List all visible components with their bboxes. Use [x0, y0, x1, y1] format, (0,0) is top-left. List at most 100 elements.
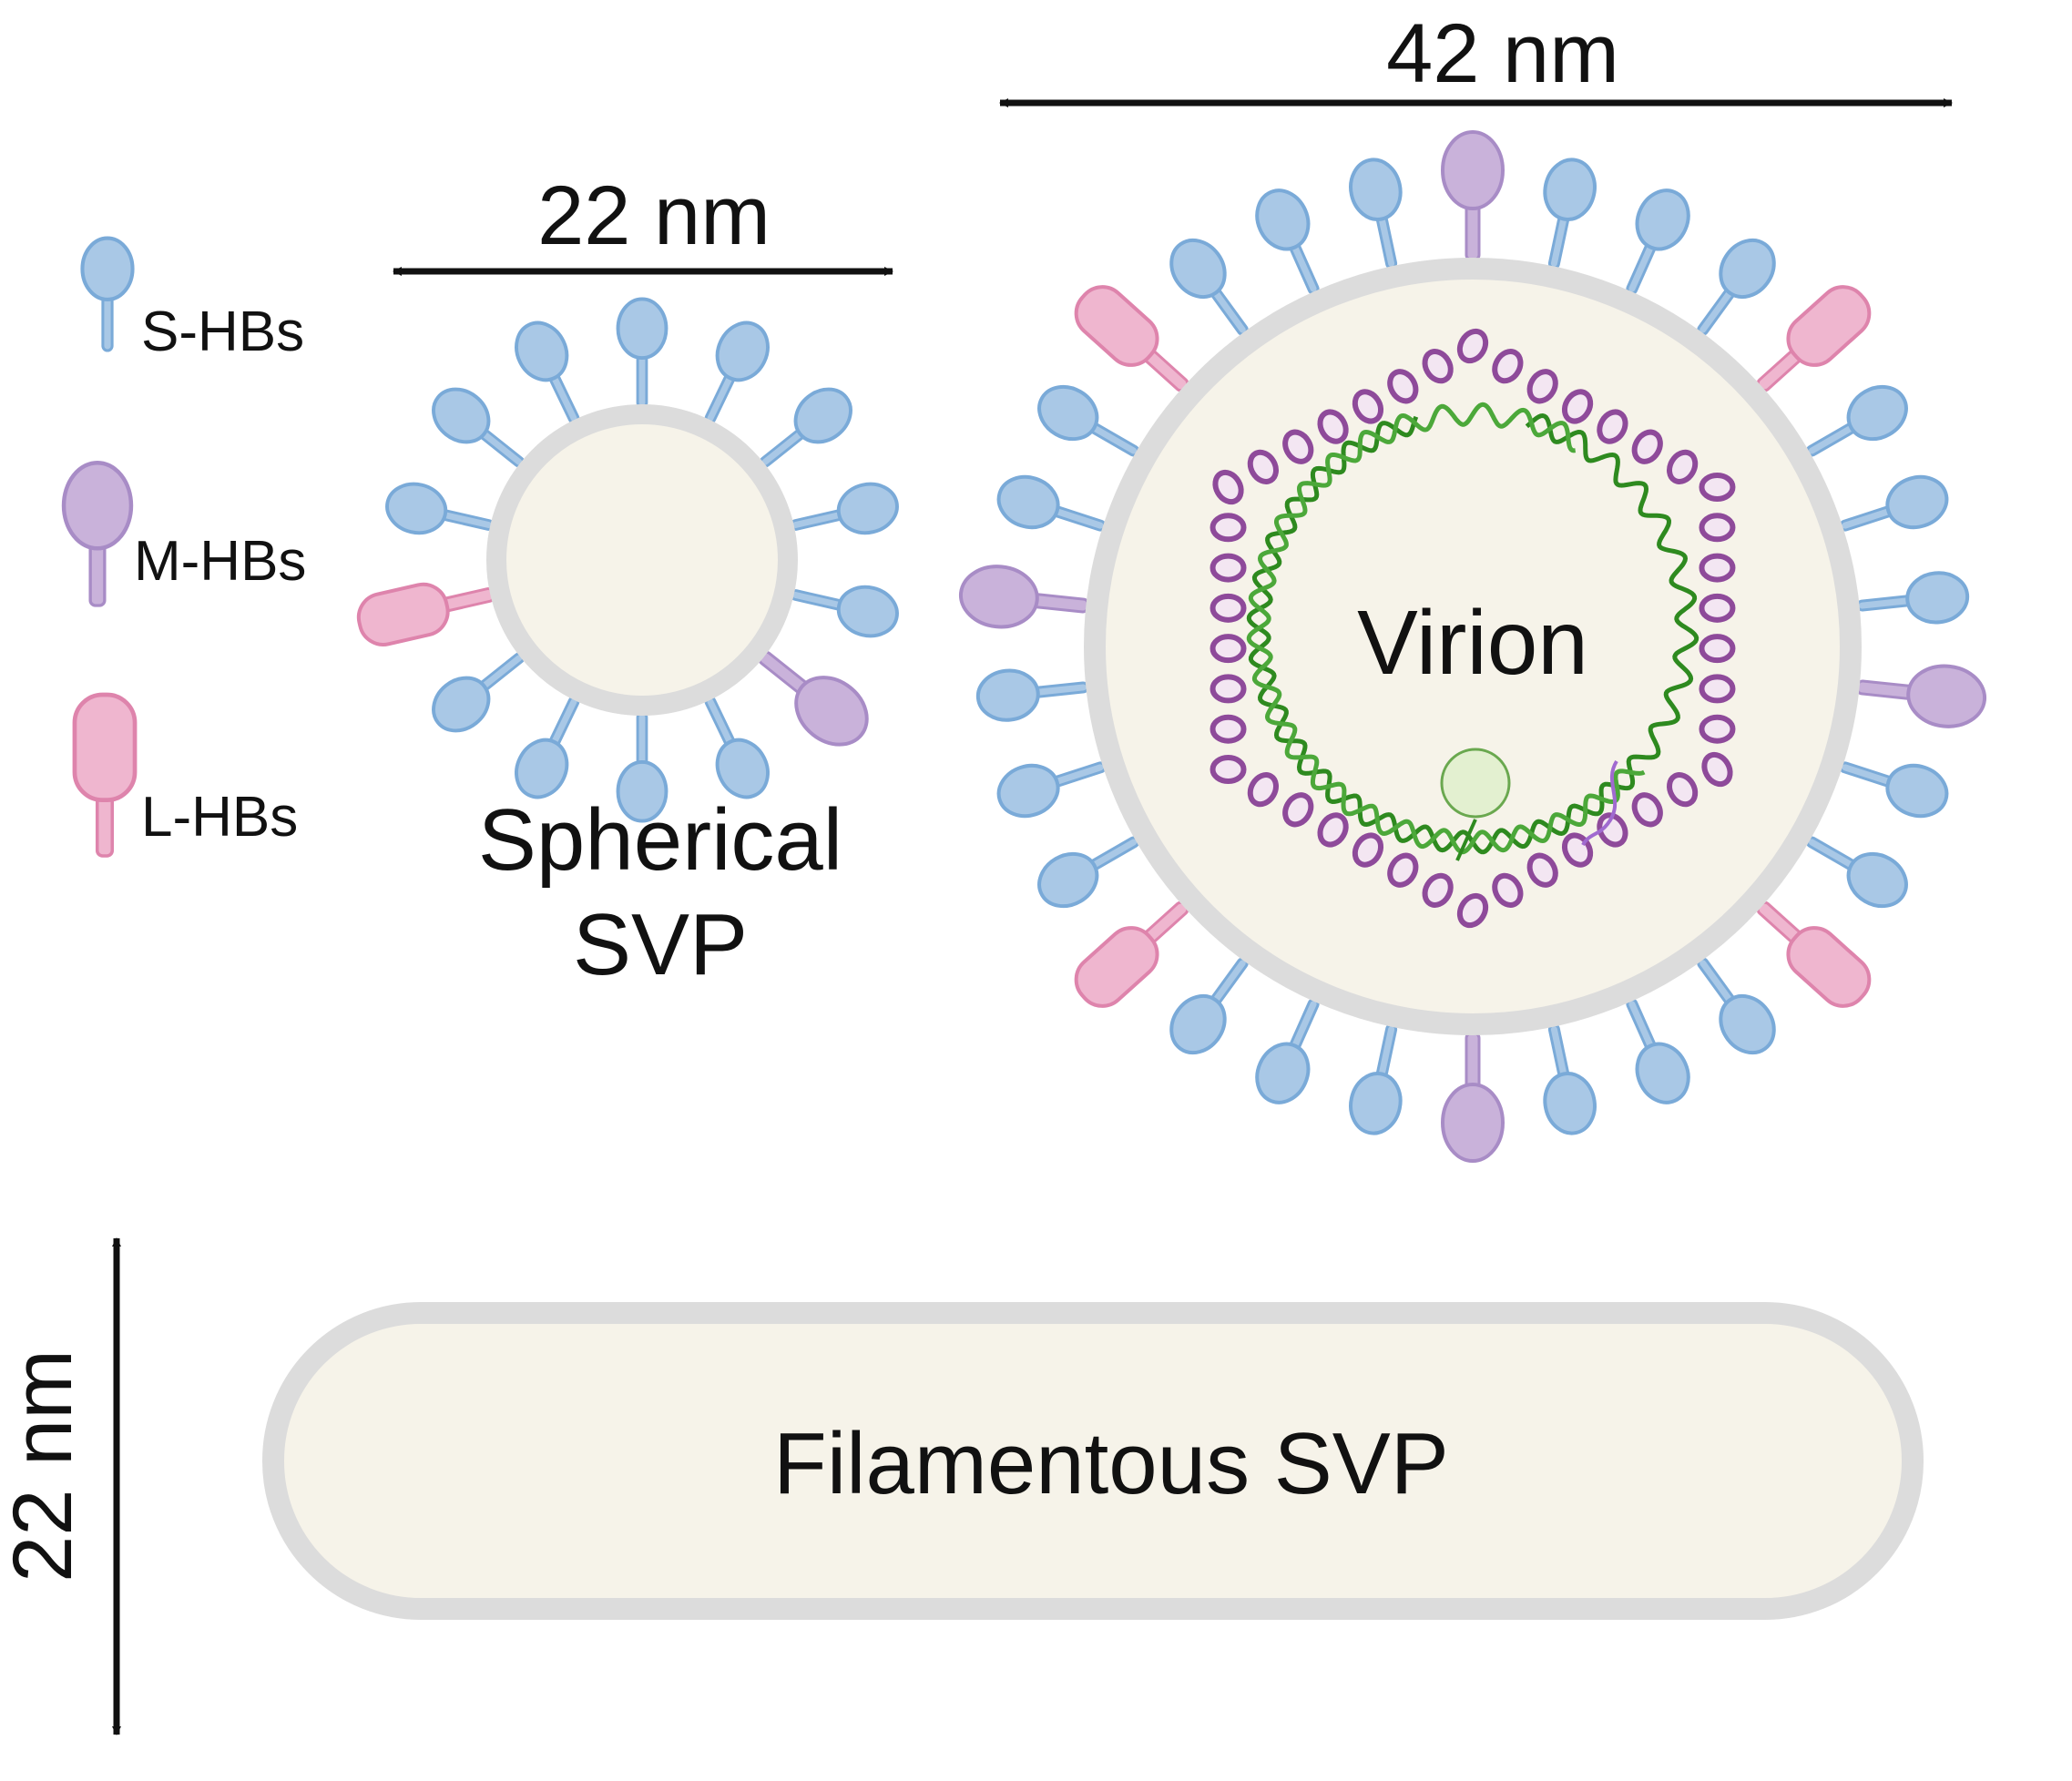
- s-hbs-protein: [1697, 238, 1776, 336]
- capsid-subunit: [1247, 772, 1279, 808]
- capsid-subunit: [1456, 328, 1489, 364]
- virion: 42 nm Virion: [958, 7, 1987, 1163]
- virion-membrane: [1084, 258, 1862, 1035]
- s-hbs-protein: [515, 321, 580, 424]
- filamentous-dimension-arrow: 22 nm: [0, 1237, 121, 1735]
- capsid-subunit: [1282, 429, 1314, 464]
- s-hbs-icon: [80, 236, 135, 352]
- s-hbs-protein: [432, 387, 526, 468]
- m-hbs-protein: [958, 565, 1090, 629]
- capsid-subunit: [1561, 389, 1594, 424]
- s-hbs-protein: [1169, 957, 1249, 1055]
- l-hbs-icon: [72, 692, 138, 858]
- polymerase-icon: [1440, 748, 1618, 861]
- virion-capsid: [1210, 328, 1736, 929]
- legend-item-l-hbs: L-HBs: [72, 692, 298, 858]
- s-hbs-protein: [1349, 1023, 1403, 1135]
- s-hbs-protein: [616, 711, 669, 823]
- dna-strand: [1246, 402, 1646, 855]
- s-hbs-protein: [1037, 836, 1140, 909]
- legend-label-l-hbs: L-HBs: [141, 786, 298, 849]
- l-hbs-protein: [1756, 285, 1872, 392]
- capsid-subunit: [1210, 513, 1247, 543]
- s-hbs-protein: [790, 482, 899, 535]
- capsid-subunit: [1210, 755, 1247, 784]
- s-hbs-protein: [1626, 998, 1690, 1104]
- capsid-subunit: [1631, 792, 1663, 828]
- m-hbs-protein: [1441, 130, 1505, 261]
- s-hbs-protein: [1169, 238, 1249, 336]
- spherical-surface-proteins: [356, 297, 899, 823]
- capsid-subunit: [1210, 674, 1247, 704]
- s-hbs-protein: [1805, 836, 1908, 909]
- l-hbs-protein: [356, 582, 495, 646]
- capsid-subunit: [1387, 852, 1419, 888]
- legend: S-HBs M-HBs L-HBs: [61, 236, 306, 858]
- capsid-subunit: [1492, 872, 1524, 908]
- s-hbs-protein: [1805, 384, 1908, 457]
- capsid-subunit: [1422, 872, 1454, 908]
- capsid-subunit: [1317, 409, 1349, 444]
- filamentous-membrane: [262, 1302, 1924, 1620]
- capsid-subunit: [1667, 449, 1699, 484]
- virion-dimension-arrow: 42 nm: [999, 7, 1953, 107]
- capsid-subunit: [1210, 714, 1247, 744]
- capsid-subunit: [1210, 553, 1247, 583]
- capsid-subunit: [1597, 812, 1628, 848]
- s-hbs-protein: [996, 761, 1107, 819]
- capsid-subunit: [1210, 634, 1247, 664]
- capsid-subunit: [1699, 553, 1736, 583]
- s-hbs-protein: [1255, 188, 1320, 295]
- legend-item-m-hbs: M-HBs: [61, 460, 306, 607]
- m-hbs-protein: [61, 460, 134, 607]
- capsid-subunit: [1387, 369, 1419, 404]
- capsid-subunit: [1701, 751, 1733, 788]
- capsid-subunit: [1699, 593, 1736, 623]
- s-hbs-protein: [1626, 188, 1690, 295]
- s-hbs-protein: [1697, 957, 1776, 1055]
- s-hbs-protein: [1856, 571, 1970, 625]
- virion-surface-proteins: [958, 130, 1987, 1163]
- s-hbs-protein: [1037, 384, 1140, 457]
- capsid-subunit: [1210, 593, 1247, 623]
- s-hbs-protein: [704, 696, 770, 799]
- s-hbs-protein: [432, 652, 526, 733]
- filamentous-dimension-label: 22 nm: [0, 1349, 89, 1583]
- capsid-subunit: [1247, 449, 1279, 484]
- virion-dna-genome: [1246, 402, 1699, 855]
- filamentous-svp: 22 nm Filamentous SVP: [0, 1237, 1924, 1735]
- l-hbs-protein: [1756, 901, 1872, 1008]
- s-hbs-protein: [975, 668, 1089, 722]
- capsid-subunit: [1597, 409, 1628, 444]
- capsid-subunit: [1526, 852, 1558, 888]
- legend-item-s-hbs: S-HBs: [80, 236, 304, 363]
- capsid-subunit: [1422, 349, 1454, 384]
- spherical-dimension-label: 22 nm: [537, 169, 771, 262]
- m-hbs-protein: [1855, 664, 1987, 728]
- capsid-subunit: [1699, 714, 1736, 744]
- spherical-dimension-arrow: 22 nm: [393, 169, 893, 276]
- s-hbs-protein: [1839, 761, 1949, 819]
- capsid-subunit: [1631, 429, 1663, 464]
- capsid-subunit: [1282, 792, 1314, 828]
- m-hbs-icon: [61, 460, 134, 607]
- s-hbs-protein: [790, 585, 899, 638]
- s-hbs-protein: [1543, 158, 1597, 270]
- virion-title: Virion: [1357, 592, 1588, 694]
- spherical-svp: 22 nm Spherical SVP: [356, 169, 899, 993]
- capsid-subunit: [1699, 674, 1736, 704]
- s-hbs-protein: [616, 297, 669, 409]
- capsid-subunit: [1352, 389, 1384, 424]
- spherical-title-line1: Spherical: [478, 791, 842, 889]
- s-hbs-protein: [704, 321, 770, 424]
- m-hbs-protein: [1441, 1032, 1505, 1163]
- s-hbs-protein: [1349, 158, 1403, 270]
- s-hbs-protein: [515, 696, 580, 799]
- spherical-membrane: [486, 404, 798, 716]
- capsid-subunit: [1317, 812, 1349, 848]
- capsid-subunit: [1492, 349, 1524, 384]
- capsid-subunit: [1667, 772, 1699, 808]
- legend-label-m-hbs: M-HBs: [134, 530, 306, 593]
- l-hbs-protein: [1074, 285, 1189, 392]
